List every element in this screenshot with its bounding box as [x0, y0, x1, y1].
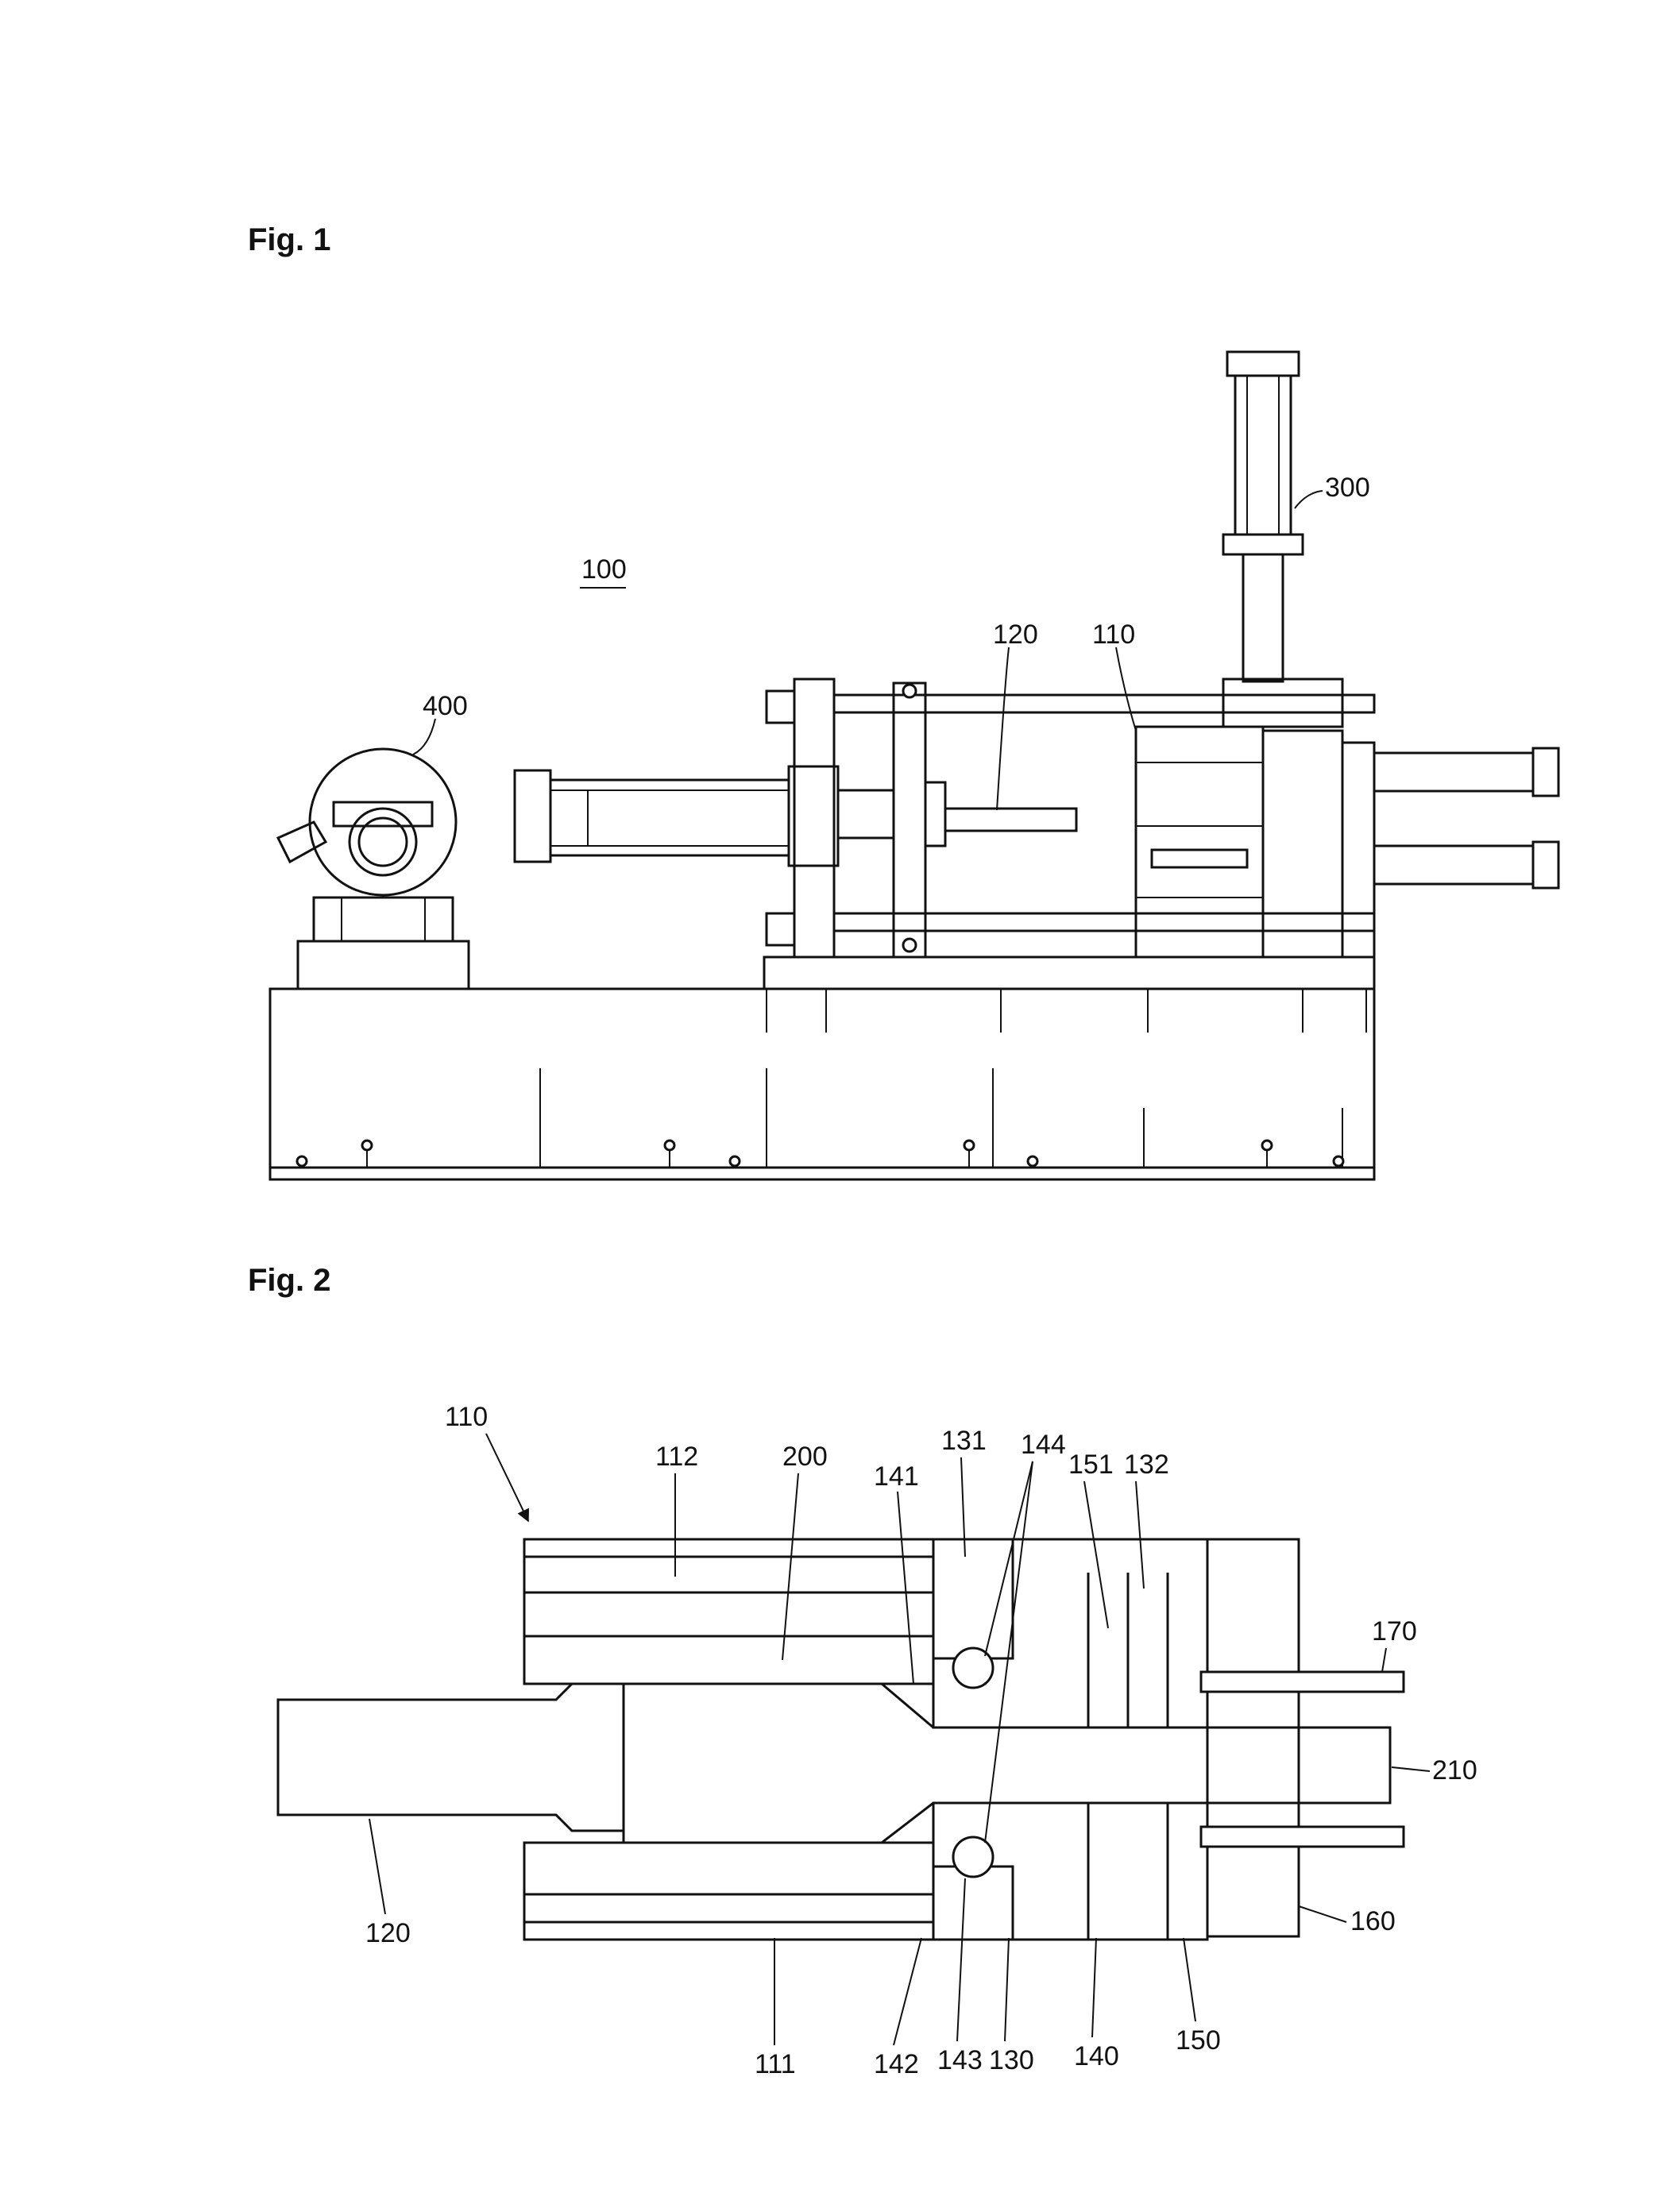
label-144: 144: [1021, 1430, 1066, 1460]
label-160: 160: [1350, 1906, 1396, 1936]
figure-2: Fig. 2 110 112: [248, 1263, 1477, 2079]
vertical-cylinder: 300: [1223, 352, 1370, 727]
mold-block: 110: [1092, 620, 1374, 957]
label-130: 130: [989, 2045, 1034, 2075]
label-151: 151: [1068, 1450, 1114, 1480]
label-assembly: 100: [581, 554, 627, 585]
ball-144-lower: [953, 1837, 993, 1877]
punch-rod: [278, 1684, 624, 1831]
die-layer-200: [524, 1636, 933, 1684]
left-hydraulic-cylinder: [515, 770, 789, 862]
fig2-labels: 110 112 200 141 131 144 151 132 170 210 …: [365, 1402, 1477, 2079]
machine-base: [270, 957, 1374, 1179]
label-motor: 400: [423, 691, 468, 721]
clamp-block-upper: [933, 1539, 1207, 1728]
ball-144-upper: [953, 1648, 993, 1688]
figure-2-title: Fig. 2: [248, 1263, 330, 1298]
label-142: 142: [874, 2049, 919, 2079]
leveling-feet: [297, 1141, 1343, 1168]
right-hydraulic-cylinders: [1374, 748, 1558, 888]
die-layer-111: [524, 1894, 933, 1922]
slot-131: [933, 1539, 1013, 1658]
label-143: 143: [937, 2045, 983, 2075]
label-131: 131: [941, 1426, 987, 1456]
central-mandrel: [624, 1684, 1390, 1843]
label-112: 112: [655, 1442, 698, 1472]
figure-1-title: Fig. 1: [248, 222, 330, 257]
label-200: 200: [782, 1442, 828, 1472]
heater-170-lower: [1201, 1827, 1404, 1847]
die-layer-lower-a: [524, 1843, 933, 1894]
motor-unit: 400: [278, 691, 469, 989]
label-120: 120: [365, 1918, 411, 1948]
label-141: 141: [874, 1461, 919, 1492]
die-layer-112a: [524, 1557, 933, 1592]
label-150: 150: [1176, 2025, 1221, 2056]
label-cylinder-top: 300: [1325, 473, 1370, 503]
outer-shell-top: [524, 1539, 933, 1557]
die-layer-112b: [524, 1592, 933, 1636]
label-210: 210: [1432, 1755, 1477, 1785]
label-140: 140: [1074, 2041, 1119, 2071]
heater-170-upper: [1201, 1672, 1404, 1692]
label-111: 111: [755, 2049, 796, 2079]
label-132: 132: [1124, 1450, 1169, 1480]
label-rod: 120: [993, 620, 1038, 650]
end-block-160: [1207, 1539, 1299, 1936]
label-mold: 110: [1092, 620, 1135, 650]
label-170: 170: [1372, 1616, 1417, 1646]
figure-1: Fig. 1 100: [248, 222, 1558, 1179]
outer-shell-bottom: [524, 1922, 933, 1940]
label-mold: 110: [445, 1402, 488, 1432]
